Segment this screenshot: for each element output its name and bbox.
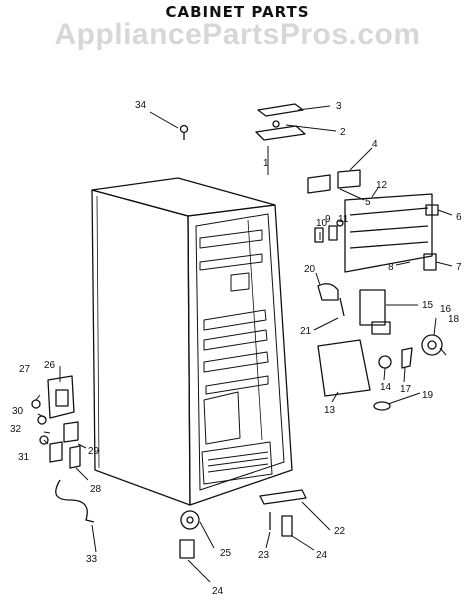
callout-17: 17 [400, 384, 412, 395]
callout-1: 1 [263, 158, 269, 169]
callout-14: 14 [380, 382, 392, 393]
callout-19: 19 [422, 390, 434, 401]
callout-26: 26 [44, 360, 56, 371]
callout-6: 6 [456, 212, 462, 223]
callout-7: 7 [456, 262, 462, 273]
callout-33: 33 [86, 554, 98, 565]
callout-20: 20 [304, 264, 316, 275]
callout-9: 9 [325, 214, 331, 225]
left-side-components [31, 375, 95, 523]
callout-28: 28 [90, 484, 102, 495]
callout-10: 10 [316, 218, 328, 229]
callout-5: 5 [365, 197, 371, 208]
callout-21: 21 [300, 326, 312, 337]
watermark: AppliancePartsPros.com [54, 18, 421, 51]
callout-3: 3 [336, 101, 342, 112]
callout-15: 15 [422, 300, 434, 311]
callout-2: 2 [340, 127, 346, 138]
callout-30: 30 [12, 406, 24, 417]
callout-13: 13 [324, 405, 336, 416]
callout-12: 12 [376, 180, 388, 191]
diagram-title: CABINET PARTS [165, 3, 310, 21]
electrical-components [317, 283, 443, 411]
callout-31: 31 [18, 452, 30, 463]
cabinet-shell [91, 177, 293, 506]
callout-4: 4 [372, 139, 378, 150]
callout-11: 11 [338, 214, 349, 225]
callout-numbers: 1 2 3 4 5 6 7 8 9 10 11 12 13 14 15 16 1… [10, 100, 462, 597]
callout-23: 23 [258, 550, 270, 561]
callout-27: 27 [19, 364, 31, 375]
leader-lines [35, 105, 453, 583]
callout-32: 32 [10, 424, 22, 435]
control-panel-parts [307, 169, 439, 273]
callout-29: 29 [88, 446, 100, 457]
callout-18: 18 [448, 314, 460, 325]
top-hinge-parts [179, 103, 306, 141]
callout-22: 22 [334, 526, 346, 537]
callout-24-lower: 24 [212, 586, 224, 597]
interior-shelves [199, 229, 273, 485]
bottom-hinge-parts [179, 489, 307, 559]
callout-8: 8 [388, 262, 394, 273]
callout-34: 34 [135, 100, 147, 111]
callout-16: 16 [440, 304, 452, 315]
callout-24: 24 [316, 550, 328, 561]
callout-25: 25 [220, 548, 232, 559]
